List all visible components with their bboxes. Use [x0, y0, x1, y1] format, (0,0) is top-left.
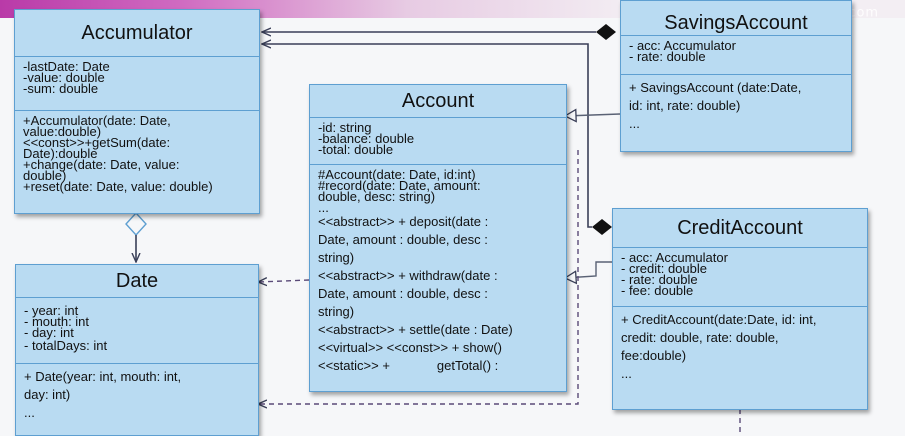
attribute: -balance: double — [318, 131, 415, 146]
class-name: Accumulator — [15, 10, 259, 57]
date-class[interactable]: Date - year: int - mouth: int - day: int… — [15, 264, 259, 436]
credit-depends-date-line — [258, 150, 579, 404]
operation: value:double) — [23, 124, 102, 139]
attribute: - year: int — [24, 303, 79, 318]
operation: + Date(year: int, mouth: int, — [24, 369, 182, 384]
class-name: CreditAccount — [613, 209, 867, 248]
operation: ... — [621, 366, 632, 381]
attribute: -value: double — [23, 70, 105, 85]
operation: string) — [318, 250, 355, 265]
operation: #Account(date: Date, id:int) — [318, 167, 476, 182]
operation: <<const>>+getSum(date: — [23, 135, 171, 150]
operation: <<abstract>> + deposit(date : — [318, 214, 489, 229]
attributes-section: -id: string -balance: double -total: dou… — [310, 118, 566, 165]
attribute: - day: int — [24, 325, 74, 340]
savings-composition-diamond — [596, 24, 616, 40]
accumulator-aggregation-diamond — [125, 211, 147, 237]
accumulator-class[interactable]: Accumulator -lastDate: Date -value: doub… — [14, 9, 260, 214]
operation: day: int) — [24, 387, 71, 402]
attributes-section: - acc: Accumulator - rate: double — [621, 36, 851, 75]
operation: double, desc: string) — [318, 189, 436, 204]
operation: Date, amount : double, desc : — [318, 286, 488, 301]
operations-section: +Accumulator(date: Date, value:double) <… — [15, 111, 259, 198]
operation: +change(date: Date, value: — [23, 157, 180, 172]
operation: ... — [318, 200, 329, 215]
credit-inherits-account-line — [565, 261, 612, 278]
class-name: Account — [310, 85, 566, 118]
attribute: -total: double — [318, 142, 394, 157]
attributes-section: - year: int - mouth: int - day: int - to… — [16, 298, 258, 364]
attribute: - rate: double — [629, 49, 706, 64]
operation: + CreditAccount(date:Date, id: int, — [621, 312, 817, 327]
class-name: SavingsAccount — [621, 1, 851, 36]
operation: <<virtual>> <<const>> + show() — [318, 340, 502, 355]
operation: double) — [23, 168, 67, 183]
class-name: Date — [16, 265, 258, 298]
operation: string) — [318, 304, 355, 319]
operation: ... — [629, 116, 640, 131]
attribute: - rate: double — [621, 272, 698, 287]
operation: credit: double, rate: double, — [621, 330, 779, 345]
attribute: - acc: Accumulator — [629, 38, 736, 53]
operations-section: + CreditAccount(date:Date, id: int, cred… — [613, 307, 867, 389]
attribute: - fee: double — [621, 283, 694, 298]
credit-account-class[interactable]: CreditAccount - acc: Accumulator - credi… — [612, 208, 868, 410]
operations-section: #Account(date: Date, id:int) #record(dat… — [310, 165, 566, 381]
savings-account-class[interactable]: SavingsAccount - acc: Accumulator - rate… — [620, 0, 852, 152]
attribute: -id: string — [318, 120, 372, 135]
attribute: - mouth: int — [24, 314, 90, 329]
account-class[interactable]: Account -id: string -balance: double -to… — [309, 84, 567, 392]
attribute: - credit: double — [621, 261, 707, 276]
attributes-section: -lastDate: Date -value: double -sum: dou… — [15, 57, 259, 111]
operation: id: int, rate: double) — [629, 98, 741, 113]
operations-section: + SavingsAccount (date:Date, id: int, ra… — [621, 75, 851, 139]
credit-to-accumulator-line — [262, 44, 592, 228]
operation: + SavingsAccount (date:Date, — [629, 80, 802, 95]
attribute: -lastDate: Date — [23, 59, 110, 74]
operation: Date, amount : double, desc : — [318, 232, 488, 247]
operation: <<abstract>> + settle(date : Date) — [318, 322, 513, 337]
credit-composition-diamond — [592, 219, 612, 235]
attribute: - totalDays: int — [24, 338, 108, 353]
operation: +Accumulator(date: Date, — [23, 113, 171, 128]
attribute: -sum: double — [23, 81, 99, 96]
savings-inherits-account-line — [565, 114, 621, 116]
operation: Date):double — [23, 146, 98, 161]
operations-section: + Date(year: int, mouth: int, day: int) … — [16, 364, 258, 428]
account-depends-date-line — [258, 280, 310, 282]
operation: +reset(date: Date, value: double) — [23, 179, 213, 194]
operation: #record(date: Date, amount: — [318, 178, 481, 193]
attributes-section: - acc: Accumulator - credit: double - ra… — [613, 248, 867, 307]
operation: fee:double) — [621, 348, 687, 363]
operation: <<static>> + getTotal() : — [318, 358, 499, 373]
operation: ... — [24, 405, 35, 420]
attribute: - acc: Accumulator — [621, 250, 728, 265]
operation: <<abstract>> + withdraw(date : — [318, 268, 498, 283]
